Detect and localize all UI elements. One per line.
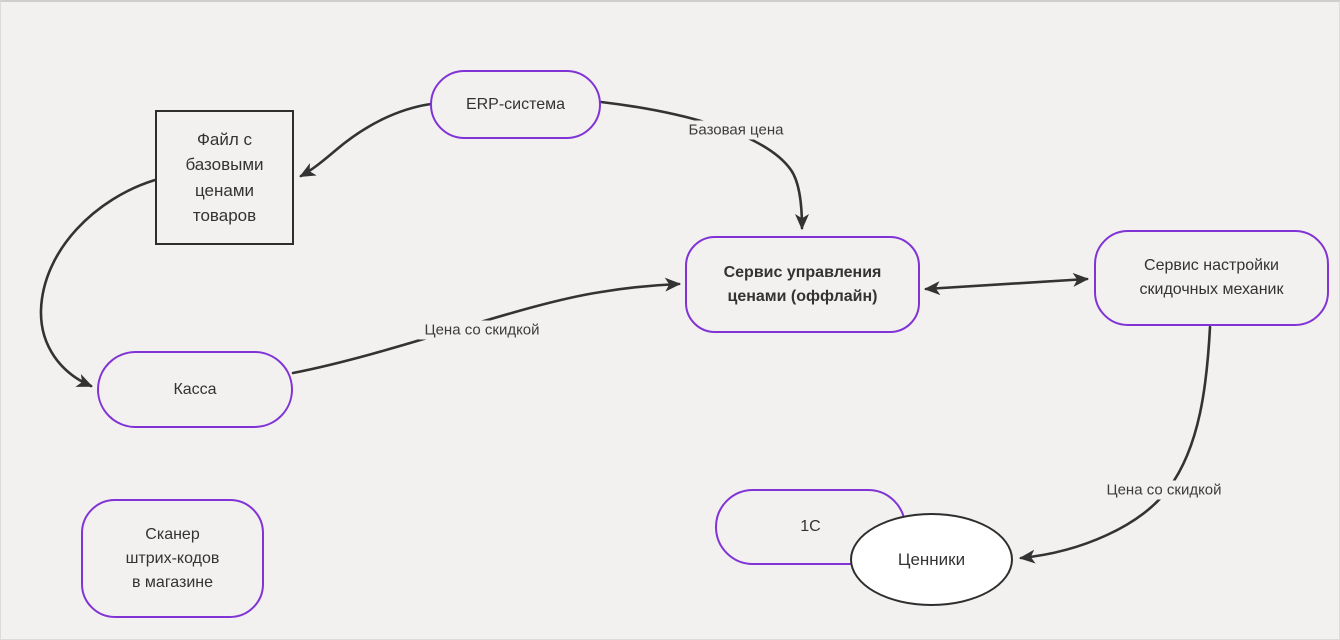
edge-file-to-kassa [39,178,157,388]
edge-erp-to-file [299,102,433,178]
node-file-line: Файл с [196,129,253,149]
node-file-line: базовыми [185,155,264,174]
edge-label-discount-price-right: Цена со скидкой [1100,480,1228,500]
edge-kassa-to-pricing [291,277,681,375]
node-file-base-prices[interactable]: Файл с базовыми ценами товаров [155,110,294,245]
node-price-tags-label: Ценники [897,549,966,569]
node-file-line: товаров [192,206,257,225]
node-scanner-line: Сканер [145,525,200,543]
edge-label-discount-price-left: Цена со скидкой [418,320,546,340]
node-price-tags[interactable]: Ценники [850,513,1013,606]
node-erp-label: ERP-система [465,95,566,113]
node-1c-label: 1С [800,518,821,535]
node-scanner-line: в магазине [131,573,214,591]
node-discount-service[interactable]: Сервис настройки скидочных механик [1094,230,1329,326]
edge-discount-to-price-tags [1019,325,1212,564]
node-barcode-scanner[interactable]: Сканер штрих-кодов в магазине [81,499,264,618]
node-scanner-line: штрих-кодов [125,549,220,567]
edge-erp-to-pricing [599,100,809,230]
node-kassa[interactable]: Касса [97,351,293,428]
node-kassa-label: Касса [173,380,217,398]
node-file-line: ценами [194,180,255,200]
node-erp-system[interactable]: ERP-система [430,70,601,139]
node-pricing-service[interactable]: Сервис управления ценами (оффлайн) [685,236,920,333]
node-discount-service-line: Сервис настройки [1144,257,1279,274]
edge-label-base-price: Базовая цена [682,120,790,140]
node-pricing-service-line: ценами (оффлайн) [727,287,878,305]
node-discount-service-line: скидочных механик [1139,281,1284,298]
edge-pricing-discount-bidirectional [924,272,1089,296]
node-pricing-service-line: Сервис управления [723,263,882,281]
